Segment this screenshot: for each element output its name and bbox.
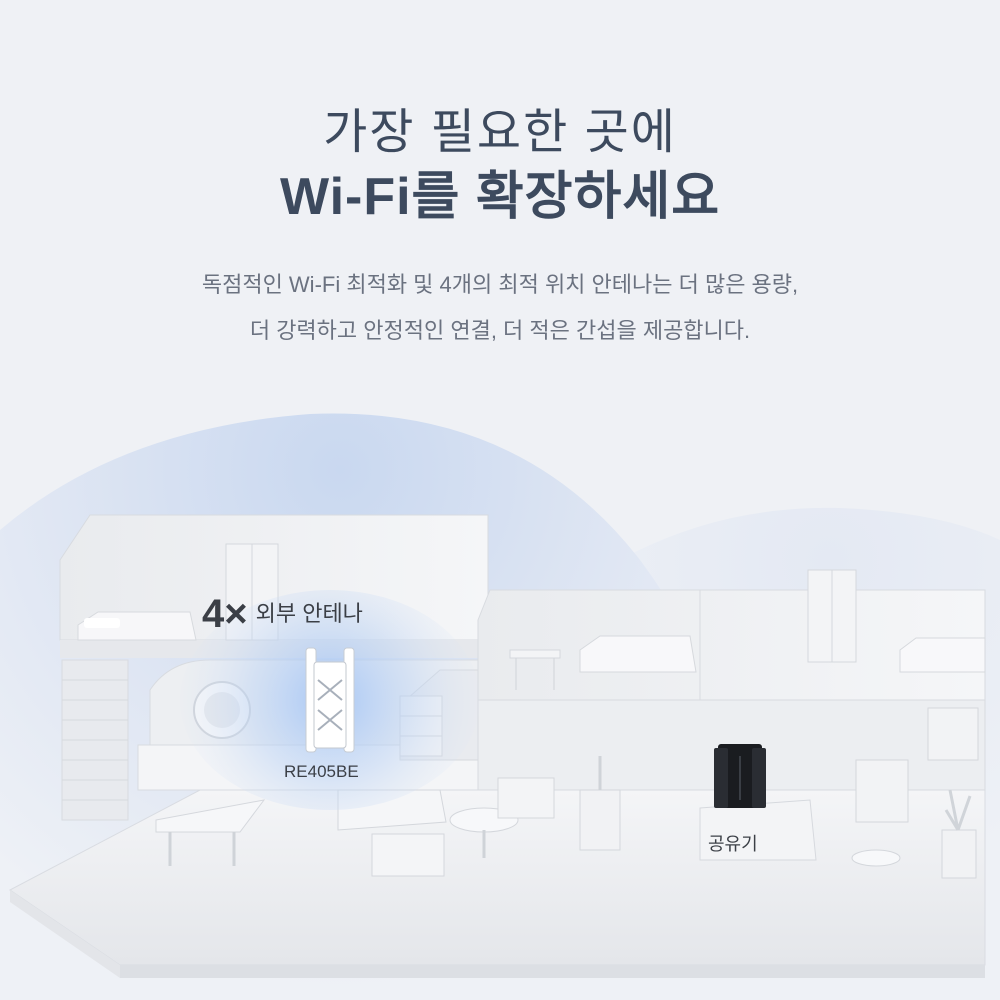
headline-line-1: 가장 필요한 곳에	[323, 106, 677, 159]
antenna-label: 4× 외부 안테나	[202, 592, 363, 637]
antenna-text: 외부 안테나	[255, 601, 363, 626]
headline-line-2: Wi-Fi를 확장하세요	[279, 168, 721, 226]
description: 독점적인 Wi-Fi 최적화 및 4개의 최적 위치 안테나는 더 많은 용량,…	[0, 262, 1000, 354]
extender-model-label: RE405BE	[284, 762, 359, 781]
headline: 가장 필요한 곳에 Wi-Fi를 확장하세요	[0, 104, 1000, 232]
description-line-1: 독점적인 Wi-Fi 최적화 및 4개의 최적 위치 안테나는 더 많은 용량,	[201, 272, 799, 297]
router-device	[714, 744, 766, 808]
router-label: 공유기	[708, 834, 758, 854]
extender-device	[305, 647, 355, 753]
antenna-count: 4×	[202, 592, 248, 636]
description-line-2: 더 강력하고 안정적인 연결, 더 적은 간섭을 제공합니다.	[249, 318, 751, 343]
